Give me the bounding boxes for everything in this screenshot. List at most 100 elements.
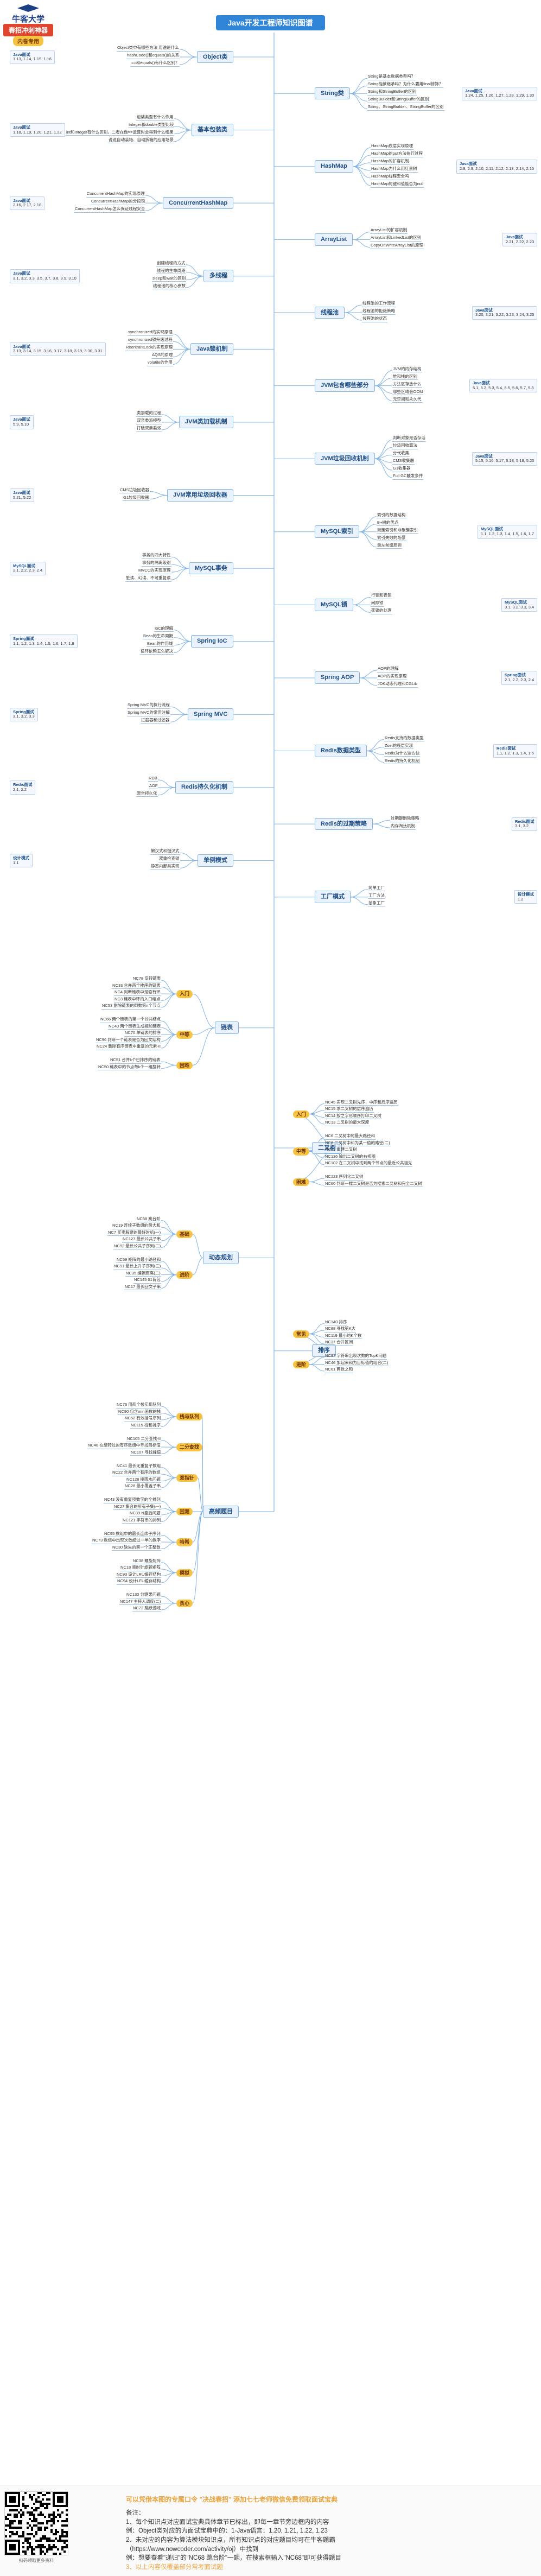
connector-line: [349, 93, 368, 101]
connector-line: [161, 1267, 177, 1276]
leaf-item: RDB: [148, 776, 158, 782]
topic-2: 基本包装类: [192, 124, 233, 136]
leaf-item: MVCC的实现原理: [138, 568, 171, 574]
problem-item: NC107 寻找峰值: [130, 1450, 162, 1456]
footer: [0, 2485, 541, 2576]
problem-item: NC96 判断一个链表是否为回文结构: [96, 1037, 161, 1044]
problem-item: NC92 最长公共子序列(二): [113, 1243, 162, 1250]
leaf-item: 混合持久化: [136, 791, 158, 797]
problem-item: NC45 实现二叉树先序，中序和后序遍历: [324, 1100, 398, 1106]
leaf-item: 线程池的状态: [362, 316, 387, 322]
connector-line: [374, 385, 393, 394]
connector-line: [161, 1541, 177, 1549]
leaf-item: 线程池的工作流程: [362, 301, 396, 307]
problem-item: NC128 接雨水问题: [126, 1477, 161, 1483]
leaf-item: B+树的优点: [377, 520, 399, 526]
group-badge: 二分查找: [176, 1443, 203, 1451]
connector-line: [309, 1364, 325, 1372]
footnote-line: 1、每个知识点对应面试宝典具体章节已标出，即每一章节旁边框内的内容: [126, 2518, 329, 2526]
note-label: Java面试: [475, 307, 493, 313]
note-label: MySQL面试: [13, 563, 35, 568]
note-chapters: 3.1, 3.2, 3.3: [13, 714, 35, 719]
problem-item: NC94 设计LFU缓存结构: [117, 1578, 162, 1585]
connector-line: [349, 78, 368, 94]
topic-13: MySQL索引: [315, 525, 359, 538]
connector-line: [161, 1603, 177, 1610]
group-badge: 常见: [293, 1330, 310, 1338]
note-chapters: 1.13, 1.14, 1.15, 1.16: [13, 56, 52, 62]
connector-line: [173, 348, 191, 357]
connector-line: [157, 779, 176, 788]
connector-line: [359, 670, 378, 678]
group-badge: 中等: [293, 1147, 310, 1156]
problem-item: NC93 设计LRU缓存结构: [116, 1572, 162, 1578]
problem-item: NC59 矩阵的最小路径和: [116, 1257, 162, 1264]
leaf-item: 包装类型有什么作用: [136, 115, 174, 121]
connector-line: [192, 1258, 203, 1276]
connector-line: [309, 1178, 325, 1182]
connector-line: [374, 378, 393, 386]
problem-item: NC88 寻找第K大: [324, 1326, 357, 1333]
leaf-item: 循环依赖怎么解决: [140, 649, 174, 655]
leaf-item: 抽象工厂: [368, 900, 385, 907]
leaf-item: StringBuilder和StringBuffer的区别: [367, 97, 430, 103]
leaf-item: ArrayList的扩容机制: [370, 228, 408, 234]
leaf-item: HashMap底层实现原理: [371, 143, 414, 150]
connector-line: [374, 370, 393, 386]
note-chapters: 3.1, 3.2: [515, 823, 529, 829]
problem-item: NC102 在二叉树中找到两个节点的最近公共祖先: [324, 1160, 413, 1167]
connector-line: [161, 1227, 177, 1235]
topic-0: Object类: [197, 50, 234, 64]
connector-line: [353, 147, 371, 167]
leaf-item: AOF: [149, 783, 158, 790]
leaf-item: 类加载的过程: [136, 410, 162, 417]
graduation-cap-icon: [17, 4, 39, 12]
connector-line: [192, 1511, 203, 1543]
connector-line: [192, 1027, 215, 1065]
footnote-line: 例：想要查看"递归"的"NC68 跳台阶"一题，在搜索框输入"NC68"即可获得…: [126, 2555, 341, 2562]
problem-item: NC14 按之字形顺序打印二叉树: [324, 1113, 382, 1120]
connector-line: [161, 1234, 177, 1248]
logo: 牛客大学 春招冲刺神器 内卷专用: [3, 4, 53, 68]
problem-item: NC70 单链表的排序: [124, 1030, 162, 1037]
connector-line: [180, 852, 198, 861]
leaf-item: 创建线程的方式: [156, 261, 186, 267]
connector-line: [161, 1477, 177, 1488]
note-chapters: 3.1, 3.2, 3.3, 3.4: [505, 604, 534, 610]
problem-item: NC41 最长无重复子数组: [116, 1463, 162, 1470]
problem-item: NC6 二叉树中的最大路径和: [324, 1133, 376, 1140]
leaf-item: 索引失效的场景: [377, 535, 406, 542]
group-badge: 困难: [176, 1061, 193, 1069]
note-label: Java面试: [460, 161, 477, 167]
logo-line-1: 牛客大学: [11, 15, 44, 24]
leaf-item: String和StringBuffer的区别: [367, 90, 417, 96]
connector-line: [161, 1416, 177, 1427]
qr-caption: 扫码领取更多资料: [19, 2558, 54, 2563]
problem-item: NC4 判断链表中是否有环: [114, 989, 161, 996]
connector-line: [173, 333, 191, 350]
note-chapters: 1.2: [518, 896, 524, 902]
connector-line: [161, 1234, 177, 1241]
group-badge: 入门: [293, 1110, 310, 1118]
group-badge: 贪心: [176, 1599, 193, 1608]
coding-topic-2: 动态规划: [203, 1252, 239, 1264]
problem-item: NC27 集合的所有子集(一): [113, 1504, 162, 1511]
connector-line: [366, 751, 385, 763]
problem-item: NC33 合并两个排序的链表: [112, 983, 161, 989]
connector-line: [161, 1061, 177, 1065]
note-label: Redis面试: [13, 782, 33, 788]
logo-line-3: 内卷专用: [13, 36, 43, 46]
problem-item: NC127 最长公共子串: [122, 1236, 162, 1243]
note-chapters: 5.9, 5.10: [13, 422, 29, 427]
problem-item: NC24 删除有序链表中重复的元素-II: [96, 1044, 161, 1050]
leaf-item: volatile的作用: [147, 360, 173, 366]
